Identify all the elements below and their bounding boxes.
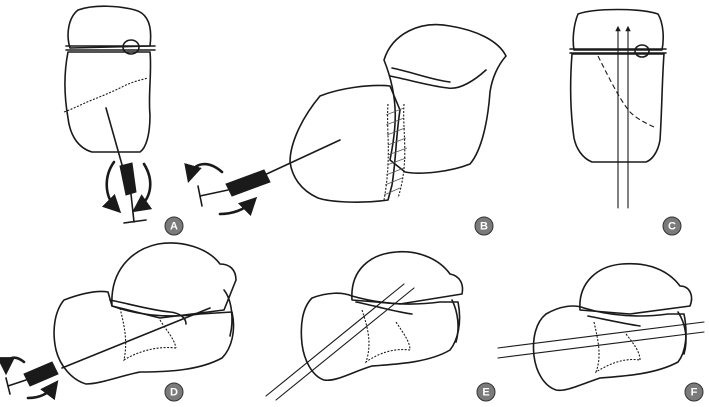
panel-d-rotation-arrow-top (0, 356, 26, 376)
panel-b-rotation-arrow-top (184, 162, 224, 183)
panel-b-rotation-arrow-bottom (218, 196, 258, 217)
panel-a-rotation-arrow-left (101, 160, 122, 214)
panel-f-wire-1 (497, 321, 705, 349)
panel-a-fracture-line (63, 77, 149, 113)
panel-e-bone-main (300, 292, 461, 382)
panel-b-guide-wire (257, 139, 341, 179)
panel-b-hatched-area (383, 107, 408, 196)
panel-e-heel-ridge (451, 299, 459, 343)
panel-b-bone-left (289, 84, 401, 203)
panel-c-badge: C (662, 216, 682, 236)
panel-f-joint-surface (587, 315, 641, 327)
panel-f (497, 262, 705, 392)
panel-e-wire-1 (265, 283, 405, 397)
panel-a-joint-knob (122, 39, 140, 55)
panel-b-drill-handle (197, 185, 203, 207)
panel-a-label: A (170, 221, 178, 233)
panel-e-joint-surface (355, 301, 413, 315)
panel-d (0, 242, 237, 401)
panel-c (569, 8, 667, 209)
panel-d-badge: D (164, 382, 184, 402)
panel-a-drill-shaft (130, 193, 135, 223)
panel-d-label: D (170, 387, 178, 399)
panel-d-drill-icon (23, 361, 59, 387)
panel-f-bone-top (579, 262, 693, 315)
panel-e-wire-2 (275, 287, 415, 401)
panel-a-rotation-arrow-right (132, 162, 153, 213)
panel-d-bone-main (53, 290, 235, 385)
panel-d-heel-ridge (223, 289, 233, 337)
panel-e-badge: E (476, 382, 496, 402)
panel-d-drill-shaft (7, 379, 27, 387)
panel-c-label: C (668, 221, 676, 233)
panel-b-fracture-line (383, 103, 389, 201)
panel-b-badge: B (474, 216, 494, 236)
panel-e-bone-top (351, 250, 464, 305)
panel-e-fracture-line (361, 309, 411, 364)
panel-b-label: B (480, 221, 488, 233)
panel-b-fracture-line-2 (397, 103, 406, 199)
panel-a-bone-top (67, 5, 152, 49)
panel-d-fracture-line-2 (159, 319, 177, 349)
panel-f-fracture-line (593, 321, 641, 374)
panel-f-bone-main (532, 305, 687, 392)
panel-c-fracture-outline (597, 55, 657, 129)
panel-c-bone-top (572, 8, 664, 51)
panel-d-bone-top (111, 242, 237, 319)
panel-b-joint-surface-2 (391, 67, 451, 83)
panel-b-drill-shaft (199, 189, 229, 197)
panel-a-drill-icon (119, 162, 137, 196)
panel-a (63, 5, 156, 224)
panel-d-rotation-arrow-bottom (26, 380, 59, 401)
panel-f-badge: F (684, 382, 704, 402)
panel-d-drill-handle (5, 377, 11, 395)
panel-b-drill-icon (225, 169, 271, 197)
panel-f-heel-ridge (677, 311, 687, 355)
panel-a-drill-handle (123, 219, 147, 224)
panel-d-fracture-line (119, 307, 177, 362)
panel-e-label: E (482, 387, 489, 399)
panel-f-fracture-line-2 (625, 333, 641, 361)
panel-e (265, 250, 464, 401)
panel-c-bone-body (569, 53, 665, 163)
panel-b-joint-surface (389, 69, 487, 90)
panel-f-label: F (691, 387, 698, 399)
panel-e-fracture-line-2 (395, 321, 411, 351)
panel-a-bone-body (64, 51, 152, 153)
panel-b-bone-right (383, 23, 507, 174)
panel-b (184, 23, 507, 217)
panel-f-wire-2 (497, 331, 705, 359)
panel-c-joint-knob (634, 44, 650, 58)
panel-d-guide-wire (61, 307, 211, 369)
panel-a-badge: A (164, 216, 184, 236)
